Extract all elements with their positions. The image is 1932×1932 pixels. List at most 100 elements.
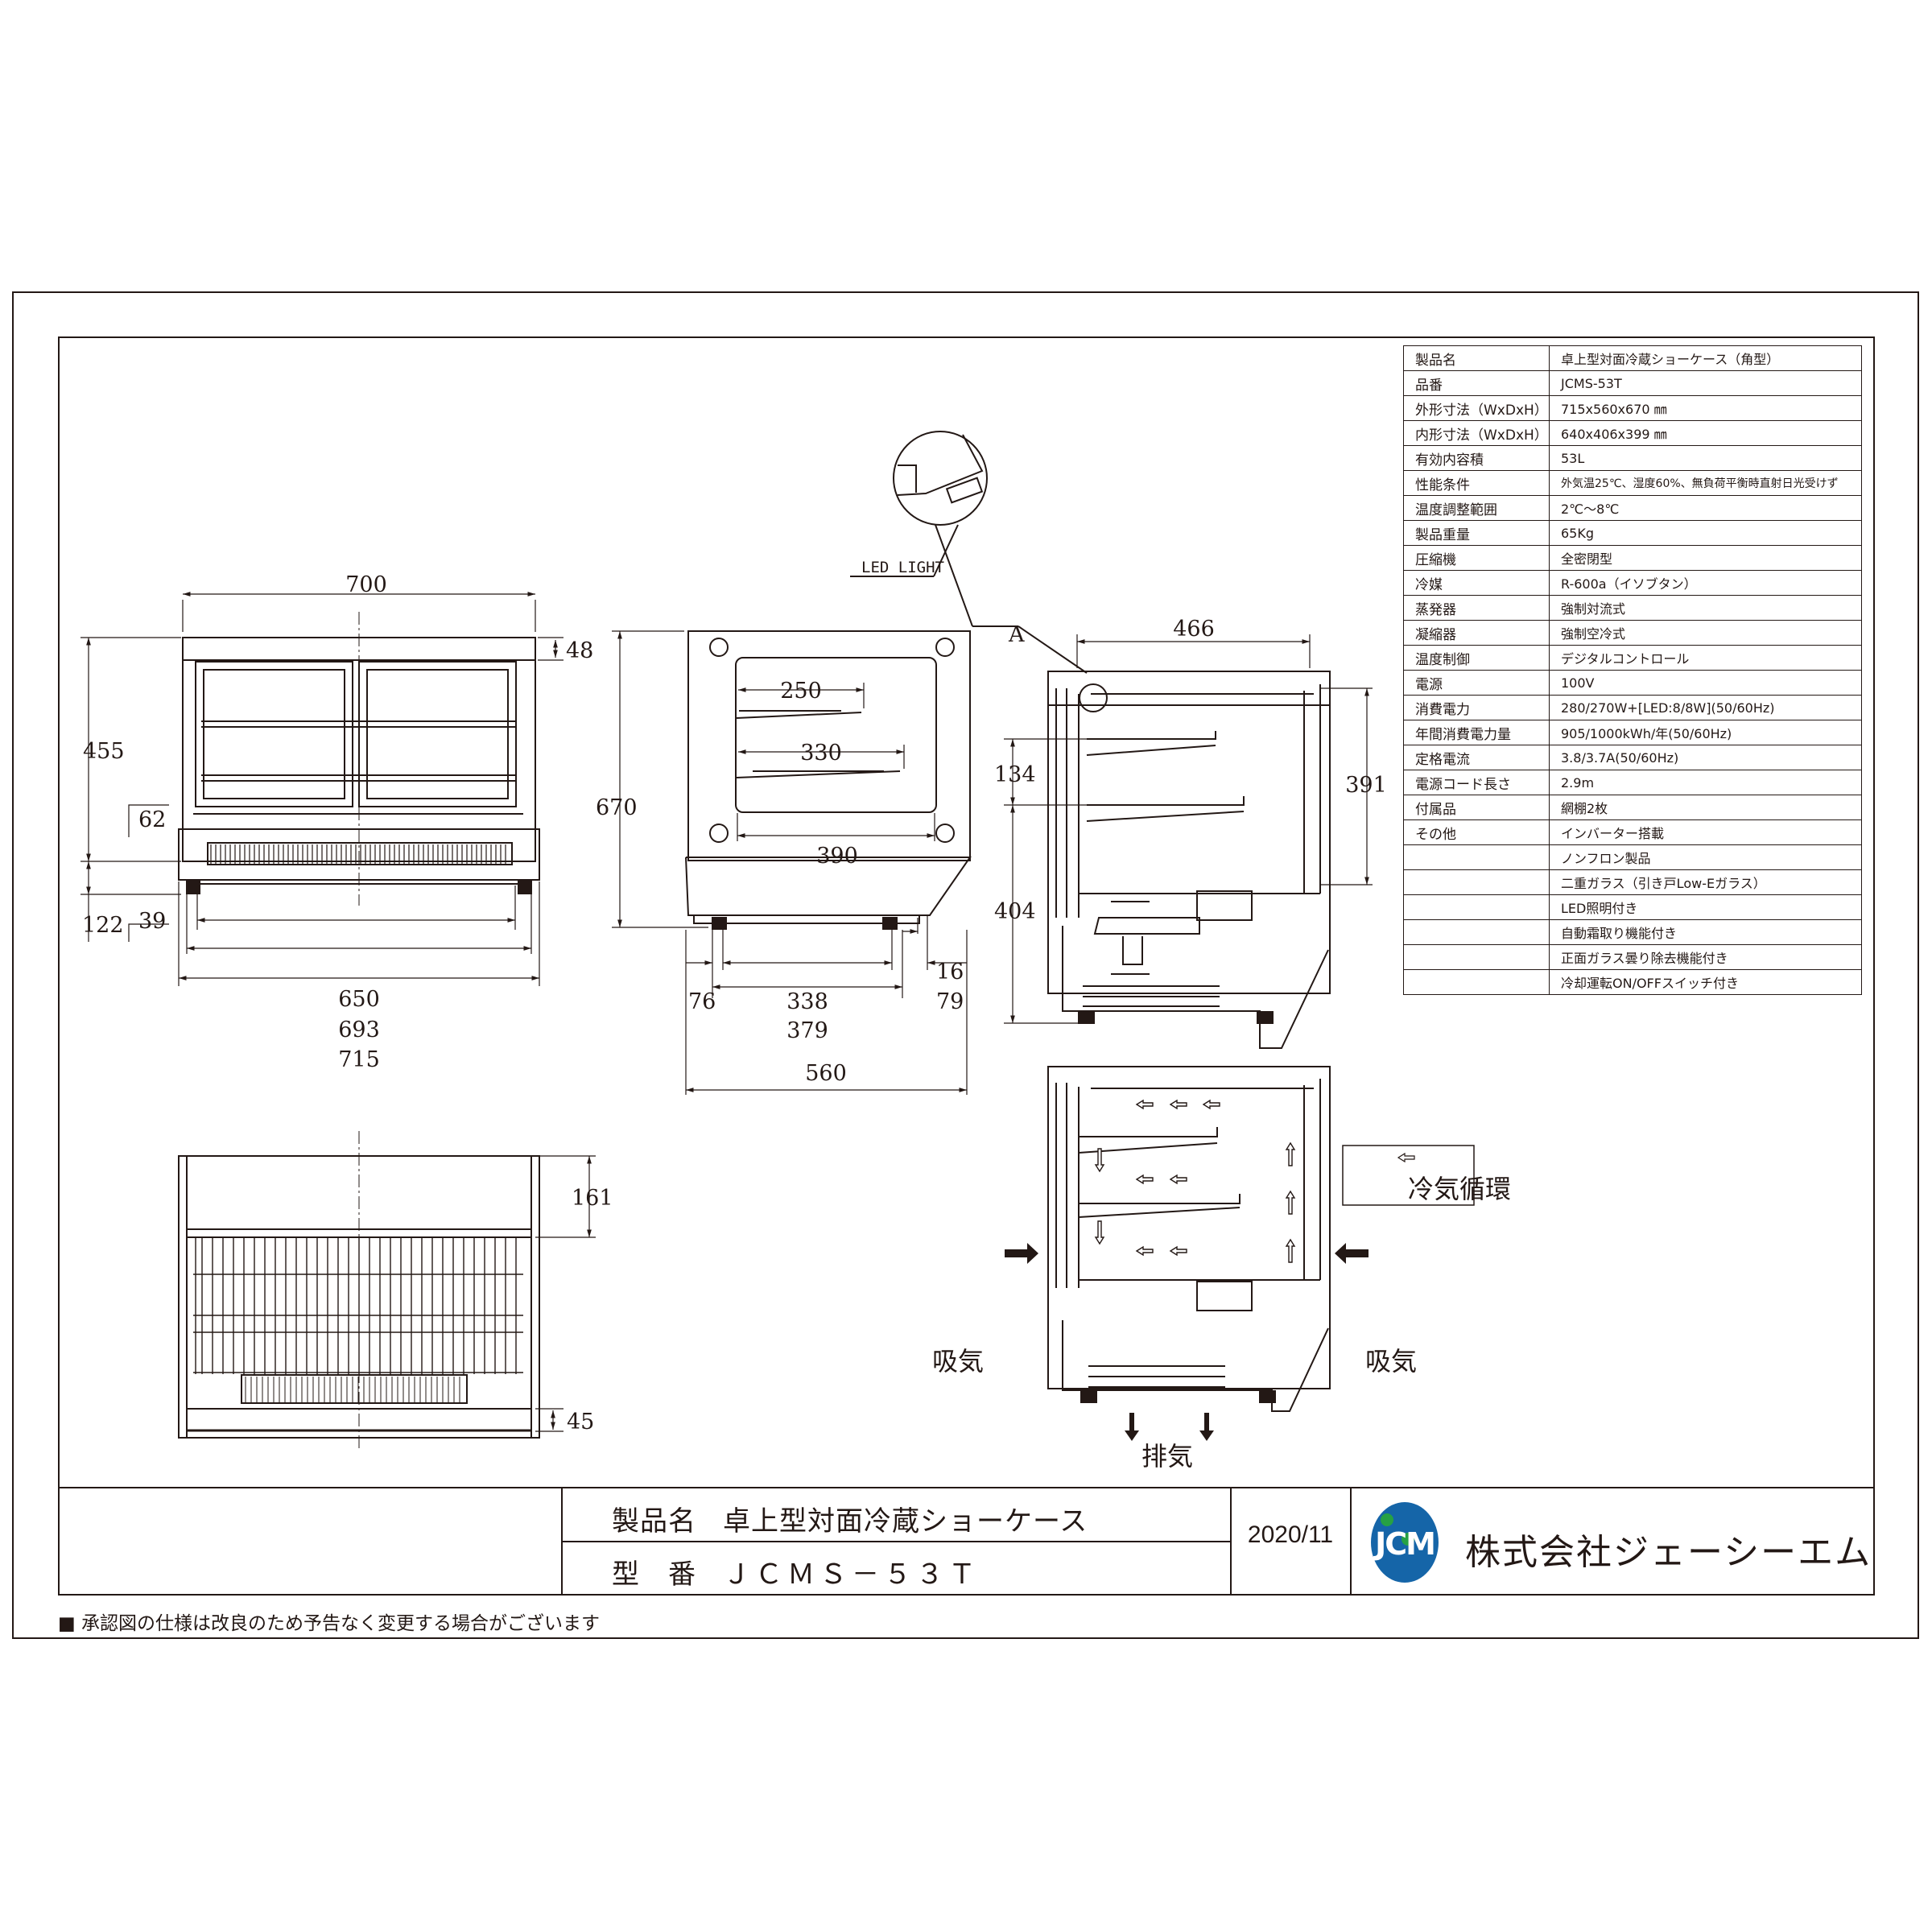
spec-value: JCMS-53T (1549, 370, 1862, 396)
spec-label: 温度制御 (1403, 645, 1550, 671)
dim-side-height: 670 (596, 795, 638, 820)
spec-label (1403, 944, 1550, 970)
spec-value: 強制空冷式 (1549, 620, 1862, 646)
spec-label: 内形寸法（WxDxH） (1403, 420, 1550, 446)
dim-top-width: 700 (345, 572, 387, 597)
airflow-view (1005, 1066, 1475, 1441)
spec-value: 強制対流式 (1549, 595, 1862, 621)
spec-value: 網棚2枚 (1549, 795, 1862, 820)
product-name-label: 製品名 (612, 1505, 696, 1538)
dim-total-width: 715 (338, 1047, 380, 1072)
title-block-divider (1350, 1487, 1352, 1596)
spec-label: 消費電力 (1403, 695, 1550, 720)
spec-label (1403, 844, 1550, 870)
spec-label (1403, 894, 1550, 920)
dim-inner-height: 391 (1345, 773, 1387, 798)
detail-marker-a: A (1008, 622, 1025, 647)
spec-value: 640x406x399 ㎜ (1549, 420, 1862, 446)
dim-window: 390 (816, 844, 858, 869)
spec-value: 65Kg (1549, 520, 1862, 546)
dim-feet-span: 650 (338, 987, 380, 1012)
dim-inner-depth: 466 (1173, 617, 1215, 642)
sheet-inner-border (58, 336, 1875, 1596)
dim-shelf-pitch: 134 (994, 762, 1036, 787)
dim-62: 62 (138, 807, 166, 832)
spec-label (1403, 869, 1550, 895)
spec-value: デジタルコントロール (1549, 645, 1862, 671)
spec-label: 蒸発器 (1403, 595, 1550, 621)
spec-row: 温度制御デジタルコントロール (1403, 645, 1862, 671)
spec-label: 電源コード長さ (1403, 770, 1550, 795)
spec-label: 有効内容積 (1403, 445, 1550, 471)
spec-change-notice: ■ 承認図の仕様は改良のため予告なく変更する場合がございます (58, 1613, 601, 1634)
spec-row: 製品名卓上型対面冷蔵ショーケース（角型） (1403, 345, 1862, 371)
section-view (850, 431, 1373, 1049)
front-view (80, 592, 564, 986)
spec-value: 905/1000kWh/年(50/60Hz) (1549, 720, 1862, 745)
title-block-divider (561, 1541, 1230, 1542)
dimension-labels: 700 48 455 62 122 39 650 693 715 670 250… (82, 559, 1511, 1472)
dim-upper-height: 455 (83, 739, 125, 764)
sheet-outer-border (12, 291, 1919, 1639)
spec-row: 自動霜取り機能付き (1403, 919, 1862, 945)
led-light-label: LED LIGHT (861, 559, 944, 576)
logo-text: JCM (1375, 1526, 1436, 1562)
spec-value: R-600a（イソブタン） (1549, 570, 1862, 596)
product-name: 卓上型対面冷蔵ショーケース (723, 1505, 1088, 1538)
spec-value: 2℃～8℃ (1549, 495, 1862, 521)
dim-379: 379 (786, 1018, 828, 1043)
spec-label: 年間消費電力量 (1403, 720, 1550, 745)
spec-label: 冷媒 (1403, 570, 1550, 596)
spec-row: LED照明付き (1403, 894, 1862, 920)
title-block-top-rule (58, 1487, 1875, 1488)
dim-338: 338 (786, 989, 828, 1014)
spec-row: 二重ガラス（引き戸Low-Eガラス） (1403, 869, 1862, 895)
spec-value: 卓上型対面冷蔵ショーケース（角型） (1549, 345, 1862, 371)
spec-row: 圧縮機全密閉型 (1403, 545, 1862, 571)
spec-label: 外形寸法（WxDxH） (1403, 395, 1550, 421)
dim-39: 39 (138, 909, 166, 934)
dim-76: 76 (688, 989, 716, 1014)
spec-row: 性能条件外気温25℃、湿度60%、無負荷平衡時直射日光受けず (1403, 470, 1862, 496)
title-block-divider (1230, 1487, 1232, 1596)
spec-label: その他 (1403, 819, 1550, 845)
dim-base-width: 693 (338, 1018, 380, 1042)
spec-value: インバーター搭載 (1549, 819, 1862, 845)
dim-depth: 560 (805, 1061, 847, 1086)
dim-79: 79 (936, 989, 964, 1014)
spec-value: 53L (1549, 445, 1862, 471)
logo-dot-icon (1381, 1513, 1393, 1526)
spec-value: 715x560x670 ㎜ (1549, 395, 1862, 421)
rear-view (178, 1131, 596, 1451)
spec-label: 性能条件 (1403, 470, 1550, 496)
dim-shelf-upper: 250 (780, 679, 822, 704)
spec-value: 280/270W+[LED:8/8W](50/60Hz) (1549, 695, 1862, 720)
dim-rear-bottom: 45 (567, 1410, 594, 1435)
spec-row: その他インバーター搭載 (1403, 819, 1862, 845)
dim-lower: 404 (994, 899, 1036, 924)
spec-value: 正面ガラス曇り除去機能付き (1549, 944, 1862, 970)
spec-label (1403, 919, 1550, 945)
spec-value: 3.8/3.7A(50/60Hz) (1549, 745, 1862, 770)
spec-value: 2.9m (1549, 770, 1862, 795)
spec-row: 凝縮器強制空冷式 (1403, 620, 1862, 646)
cold-air-circulation-label: 冷気循環 (1408, 1174, 1511, 1204)
exhaust-label: 排気 (1141, 1441, 1193, 1472)
logo-dot-icon (1402, 1533, 1414, 1546)
company-logo: JCM (1371, 1502, 1439, 1583)
dim-top-band: 48 (566, 638, 593, 663)
spec-label: 製品名 (1403, 345, 1550, 371)
spec-row: ノンフロン製品 (1403, 844, 1862, 870)
model-number-label: 型 番 (612, 1558, 696, 1591)
model-number: ＪＣＭＳ－５３Ｔ (723, 1558, 980, 1591)
